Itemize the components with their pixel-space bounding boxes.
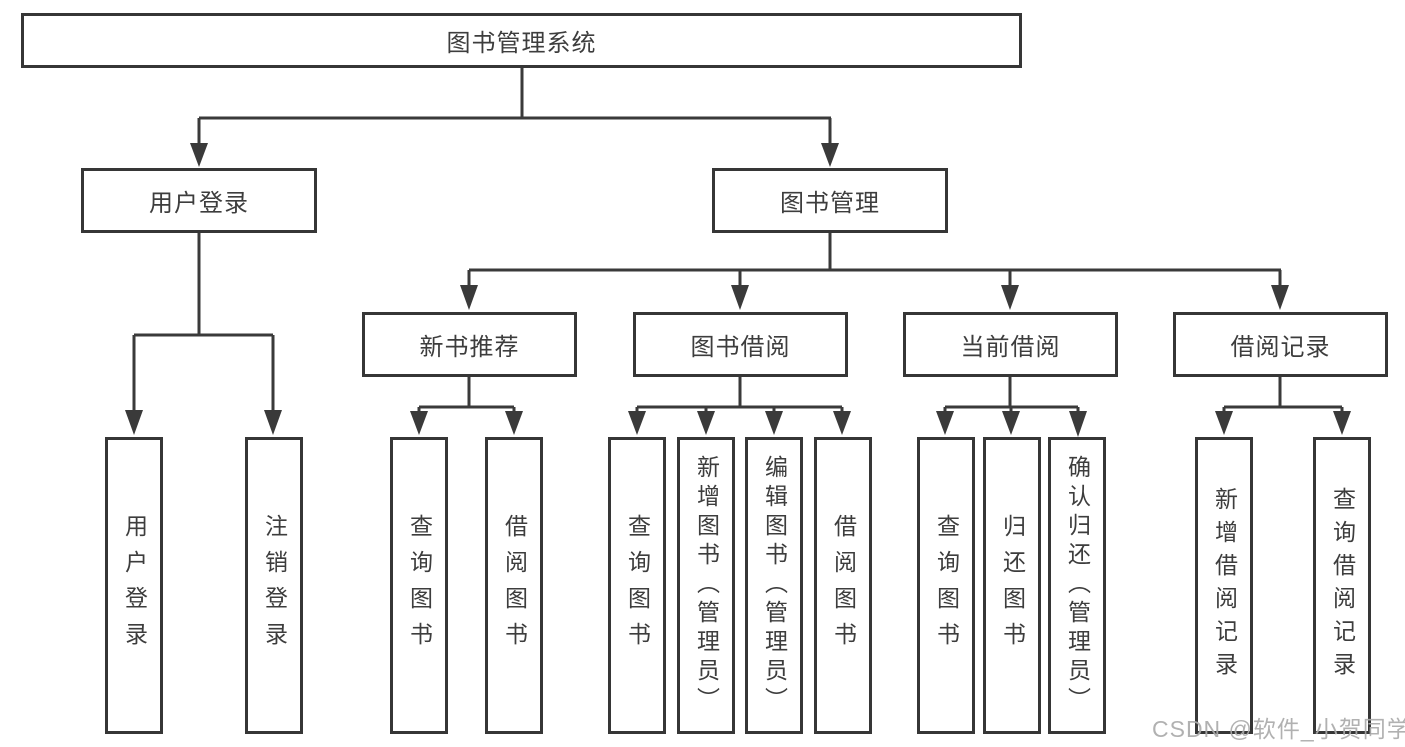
node-label: 新书推荐 [419, 334, 520, 361]
node-label: 图书管理 [780, 190, 880, 217]
leaf-label: 查询图书 [624, 513, 651, 658]
node-library-management-system: 图书管理系统 [21, 13, 1022, 68]
leaf-query-borrow-record: 查询借阅记录 [1313, 437, 1371, 734]
leaf-add-book-admin: 新增图书（管理员） [677, 437, 735, 734]
leaf-label: 新增图书（管理员） [693, 455, 720, 716]
node-label: 当前借阅 [960, 334, 1061, 361]
leaf-add-borrow-record: 新增借阅记录 [1195, 437, 1253, 734]
leaf-label: 确认归还（管理员） [1064, 455, 1091, 716]
node-label: 图书借阅 [690, 334, 791, 361]
leaf-borrow-books: 借阅图书 [485, 437, 543, 734]
node-current-borrowing: 当前借阅 [903, 312, 1118, 377]
leaf-label: 编辑图书（管理员） [761, 455, 788, 716]
leaf-borrow-books: 借阅图书 [814, 437, 872, 734]
node-label: 借阅记录 [1230, 334, 1331, 361]
leaf-confirm-return-admin: 确认归还（管理员） [1048, 437, 1106, 734]
leaf-label: 借阅图书 [830, 513, 857, 658]
leaf-label: 注销登录 [261, 513, 288, 658]
leaf-return-books: 归还图书 [983, 437, 1041, 734]
leaf-query-books: 查询图书 [390, 437, 448, 734]
node-book-management: 图书管理 [712, 168, 948, 233]
node-new-book-recommend: 新书推荐 [362, 312, 577, 377]
node-user-login: 用户登录 [81, 168, 317, 233]
leaf-query-books: 查询图书 [917, 437, 975, 734]
leaf-logout: 注销登录 [245, 437, 303, 734]
leaf-label: 查询图书 [933, 513, 960, 658]
leaf-label: 归还图书 [999, 513, 1026, 658]
leaf-query-books: 查询图书 [608, 437, 666, 734]
node-label: 用户登录 [149, 190, 249, 217]
node-label: 图书管理系统 [446, 30, 597, 57]
leaf-label: 查询图书 [406, 513, 433, 658]
leaf-label: 用户登录 [121, 513, 148, 658]
leaf-label: 新增借阅记录 [1211, 486, 1238, 685]
leaf-edit-book-admin: 编辑图书（管理员） [745, 437, 803, 734]
leaf-user-login: 用户登录 [105, 437, 163, 734]
node-book-borrowing: 图书借阅 [633, 312, 848, 377]
leaf-label: 借阅图书 [501, 513, 528, 658]
node-borrowing-records: 借阅记录 [1173, 312, 1388, 377]
leaf-label: 查询借阅记录 [1329, 486, 1356, 685]
